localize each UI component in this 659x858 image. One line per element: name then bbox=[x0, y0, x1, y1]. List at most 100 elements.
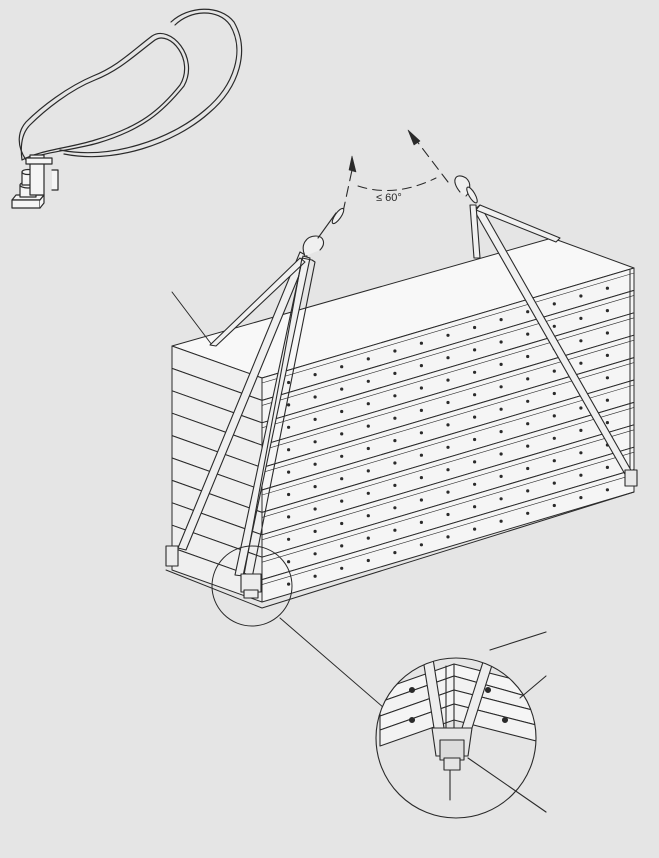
bolt-hole bbox=[579, 473, 583, 477]
bolt-hole bbox=[419, 431, 423, 435]
bolt-hole bbox=[393, 528, 397, 532]
panel-rib bbox=[261, 474, 635, 585]
bolt-hole bbox=[552, 369, 556, 373]
bolt-hole bbox=[579, 496, 583, 500]
bolt-hole bbox=[526, 444, 530, 448]
panel-rib bbox=[261, 429, 635, 541]
bolt-hole bbox=[393, 439, 397, 443]
panel-rib bbox=[261, 272, 635, 384]
bolt-hole bbox=[473, 325, 477, 330]
bolt-hole bbox=[526, 489, 530, 493]
bolt-hole bbox=[473, 415, 477, 419]
bolt-hole bbox=[313, 507, 317, 511]
bolt-hole bbox=[366, 379, 370, 383]
bolt-hole bbox=[605, 309, 610, 313]
bolt-hole bbox=[499, 519, 503, 523]
bolt-hole bbox=[499, 362, 503, 366]
panel-stack-base bbox=[165, 491, 635, 609]
panel-rib bbox=[261, 384, 635, 496]
bolt-hole bbox=[419, 476, 423, 480]
bolt-hole bbox=[605, 421, 610, 425]
bolt-hole bbox=[313, 485, 317, 489]
bolt-hole bbox=[393, 394, 397, 398]
angle-label: ≤ 60° bbox=[376, 192, 402, 204]
bolt-hole bbox=[446, 490, 450, 494]
bolt-hole bbox=[313, 462, 317, 466]
panel-stack bbox=[165, 237, 635, 609]
bolt-hole bbox=[473, 437, 477, 442]
bolt-hole bbox=[499, 497, 503, 501]
bolt-hole bbox=[393, 371, 397, 375]
bolt-hole bbox=[313, 574, 317, 578]
bolt-hole bbox=[526, 399, 530, 403]
bolt-hole bbox=[287, 448, 291, 452]
bolt-hole bbox=[473, 370, 477, 374]
panel-rib bbox=[261, 339, 635, 451]
bolt-hole bbox=[526, 332, 530, 336]
bolt-hole bbox=[526, 377, 530, 381]
bolt-hole bbox=[605, 465, 610, 469]
leader-line-2 bbox=[519, 675, 547, 699]
bolt-hole bbox=[419, 520, 423, 525]
bolt-hole bbox=[313, 417, 317, 421]
bolt-hole bbox=[605, 353, 610, 357]
bolt-hole bbox=[313, 552, 317, 556]
lifting-angle-indicator: ≤ 60° bbox=[342, 129, 449, 213]
leader-line-1 bbox=[489, 631, 547, 651]
bolt-hole bbox=[552, 481, 556, 485]
bolt-hole bbox=[552, 414, 556, 418]
bolt-hole bbox=[473, 348, 477, 352]
bolt-hole bbox=[579, 428, 583, 432]
bolt-hole bbox=[419, 498, 423, 502]
magnified-detail-view bbox=[375, 631, 547, 819]
panel-rib bbox=[261, 295, 635, 406]
bolt-hole bbox=[579, 339, 583, 343]
bolt-hole bbox=[446, 378, 450, 382]
bolt-hole bbox=[499, 340, 503, 344]
bolt-hole bbox=[340, 566, 344, 570]
bolt-hole bbox=[287, 582, 291, 586]
bolt-hole bbox=[579, 451, 583, 455]
bolt-hole bbox=[366, 514, 370, 518]
right-sling-pair bbox=[454, 175, 638, 487]
bolt-hole bbox=[366, 469, 370, 473]
bolt-hole bbox=[552, 503, 556, 508]
bolt-hole bbox=[340, 521, 344, 526]
left-sling-pair bbox=[177, 207, 345, 579]
bolt-hole bbox=[499, 407, 503, 411]
corner-clamp bbox=[165, 545, 262, 599]
bolt-hole bbox=[446, 535, 450, 539]
bolt-hole bbox=[499, 452, 503, 456]
bolt-hole bbox=[340, 409, 344, 414]
bolt-hole bbox=[419, 364, 423, 368]
panel-layers bbox=[165, 267, 635, 609]
bolt-hole bbox=[419, 543, 423, 547]
bolt-hole bbox=[552, 391, 556, 396]
bolt-hole bbox=[446, 333, 450, 337]
bolt-hole bbox=[340, 432, 344, 436]
bolt-hole bbox=[499, 318, 503, 322]
bolt-hole bbox=[419, 408, 423, 412]
bolt-hole bbox=[340, 387, 344, 391]
bolt-hole bbox=[419, 341, 423, 345]
bolt-hole bbox=[605, 488, 610, 492]
bolt-hole bbox=[605, 376, 610, 380]
bolt-hole bbox=[366, 536, 370, 540]
bolt-hole bbox=[605, 286, 610, 290]
bolt-hole bbox=[499, 430, 503, 434]
bolt-hole bbox=[446, 400, 450, 405]
panel-rib bbox=[261, 407, 635, 518]
bolt-hole bbox=[287, 403, 291, 407]
bolt-hole bbox=[473, 393, 477, 397]
bolt-hole bbox=[526, 354, 530, 359]
bolt-hole bbox=[446, 468, 450, 472]
bolt-hole bbox=[366, 424, 370, 428]
bolt-hole bbox=[393, 349, 397, 353]
bolt-hole bbox=[446, 512, 450, 517]
bolt-hole bbox=[393, 483, 397, 487]
bolt-hole bbox=[340, 499, 344, 503]
bolt-hole bbox=[526, 511, 530, 515]
bolt-hole bbox=[419, 453, 423, 457]
bolt-hole bbox=[340, 477, 344, 481]
